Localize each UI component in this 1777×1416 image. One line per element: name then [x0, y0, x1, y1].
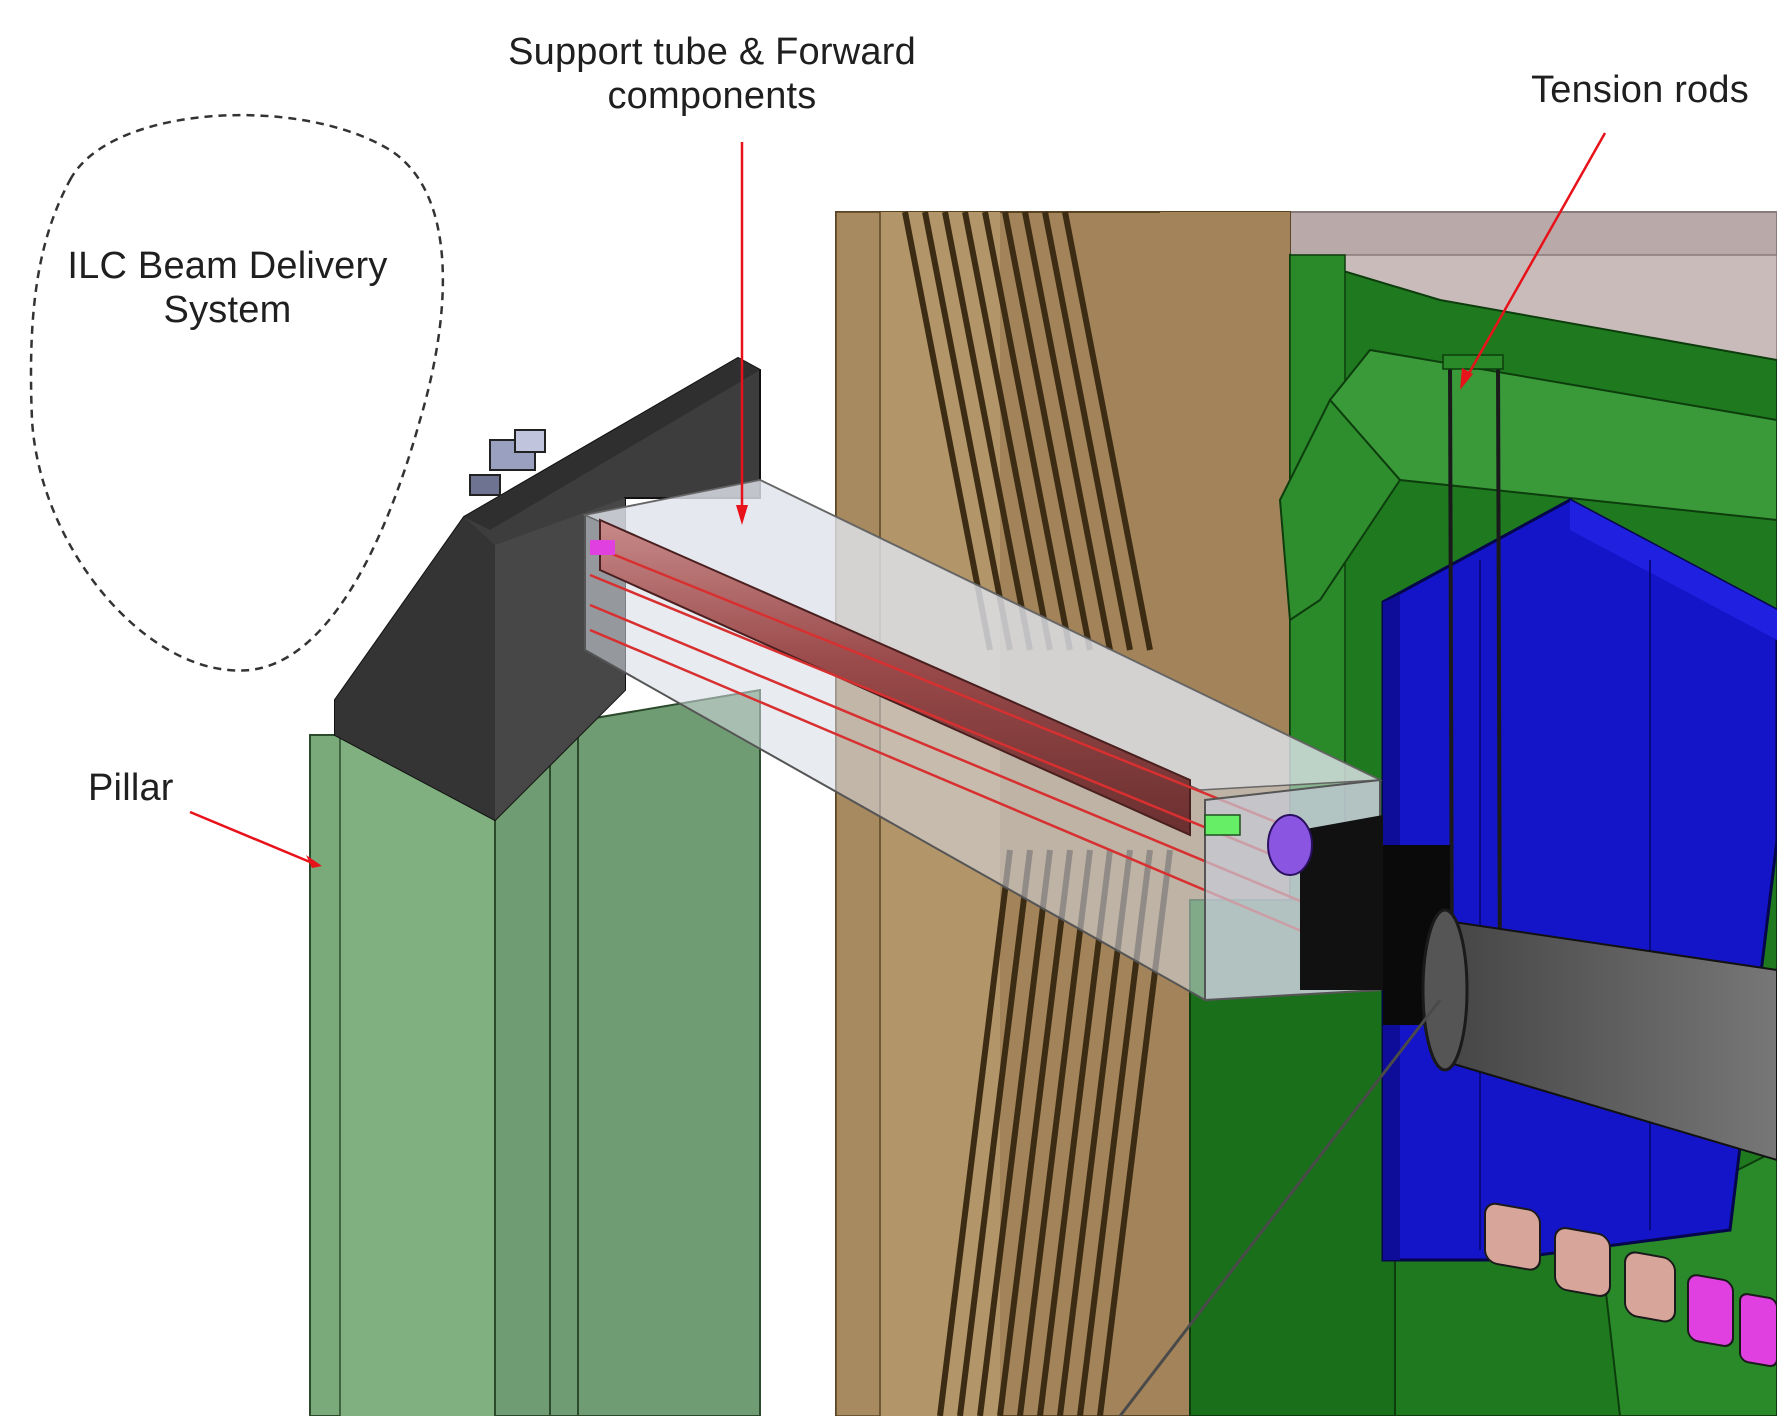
label-support-tube-line-1: Support tube & Forward	[508, 31, 916, 73]
label-tension-rods-text: Tension rods	[1531, 69, 1749, 111]
tension-rods	[1442, 354, 1504, 1001]
dashed-cloud-icon	[29, 113, 445, 672]
label-ilc-bds: ILC Beam Delivery System	[55, 244, 400, 332]
label-tension-rods: Tension rods	[1515, 68, 1765, 112]
label-pillar-text: Pillar	[88, 767, 174, 809]
support-tube	[582, 478, 1383, 1002]
arrow-icon	[189, 132, 1607, 868]
label-support-tube: Support tube & Forward components	[492, 30, 932, 118]
label-pillar: Pillar	[88, 766, 198, 810]
support-yoke	[334, 356, 761, 822]
bds-hardware-icon	[469, 429, 546, 496]
cryostat-icon	[1118, 845, 1777, 1416]
label-ilc-bds-line-1: ILC Beam Delivery	[67, 245, 388, 287]
label-ilc-bds-line-2: System	[163, 289, 292, 331]
pillar	[309, 688, 761, 1416]
label-support-tube-line-2: components	[607, 75, 817, 117]
